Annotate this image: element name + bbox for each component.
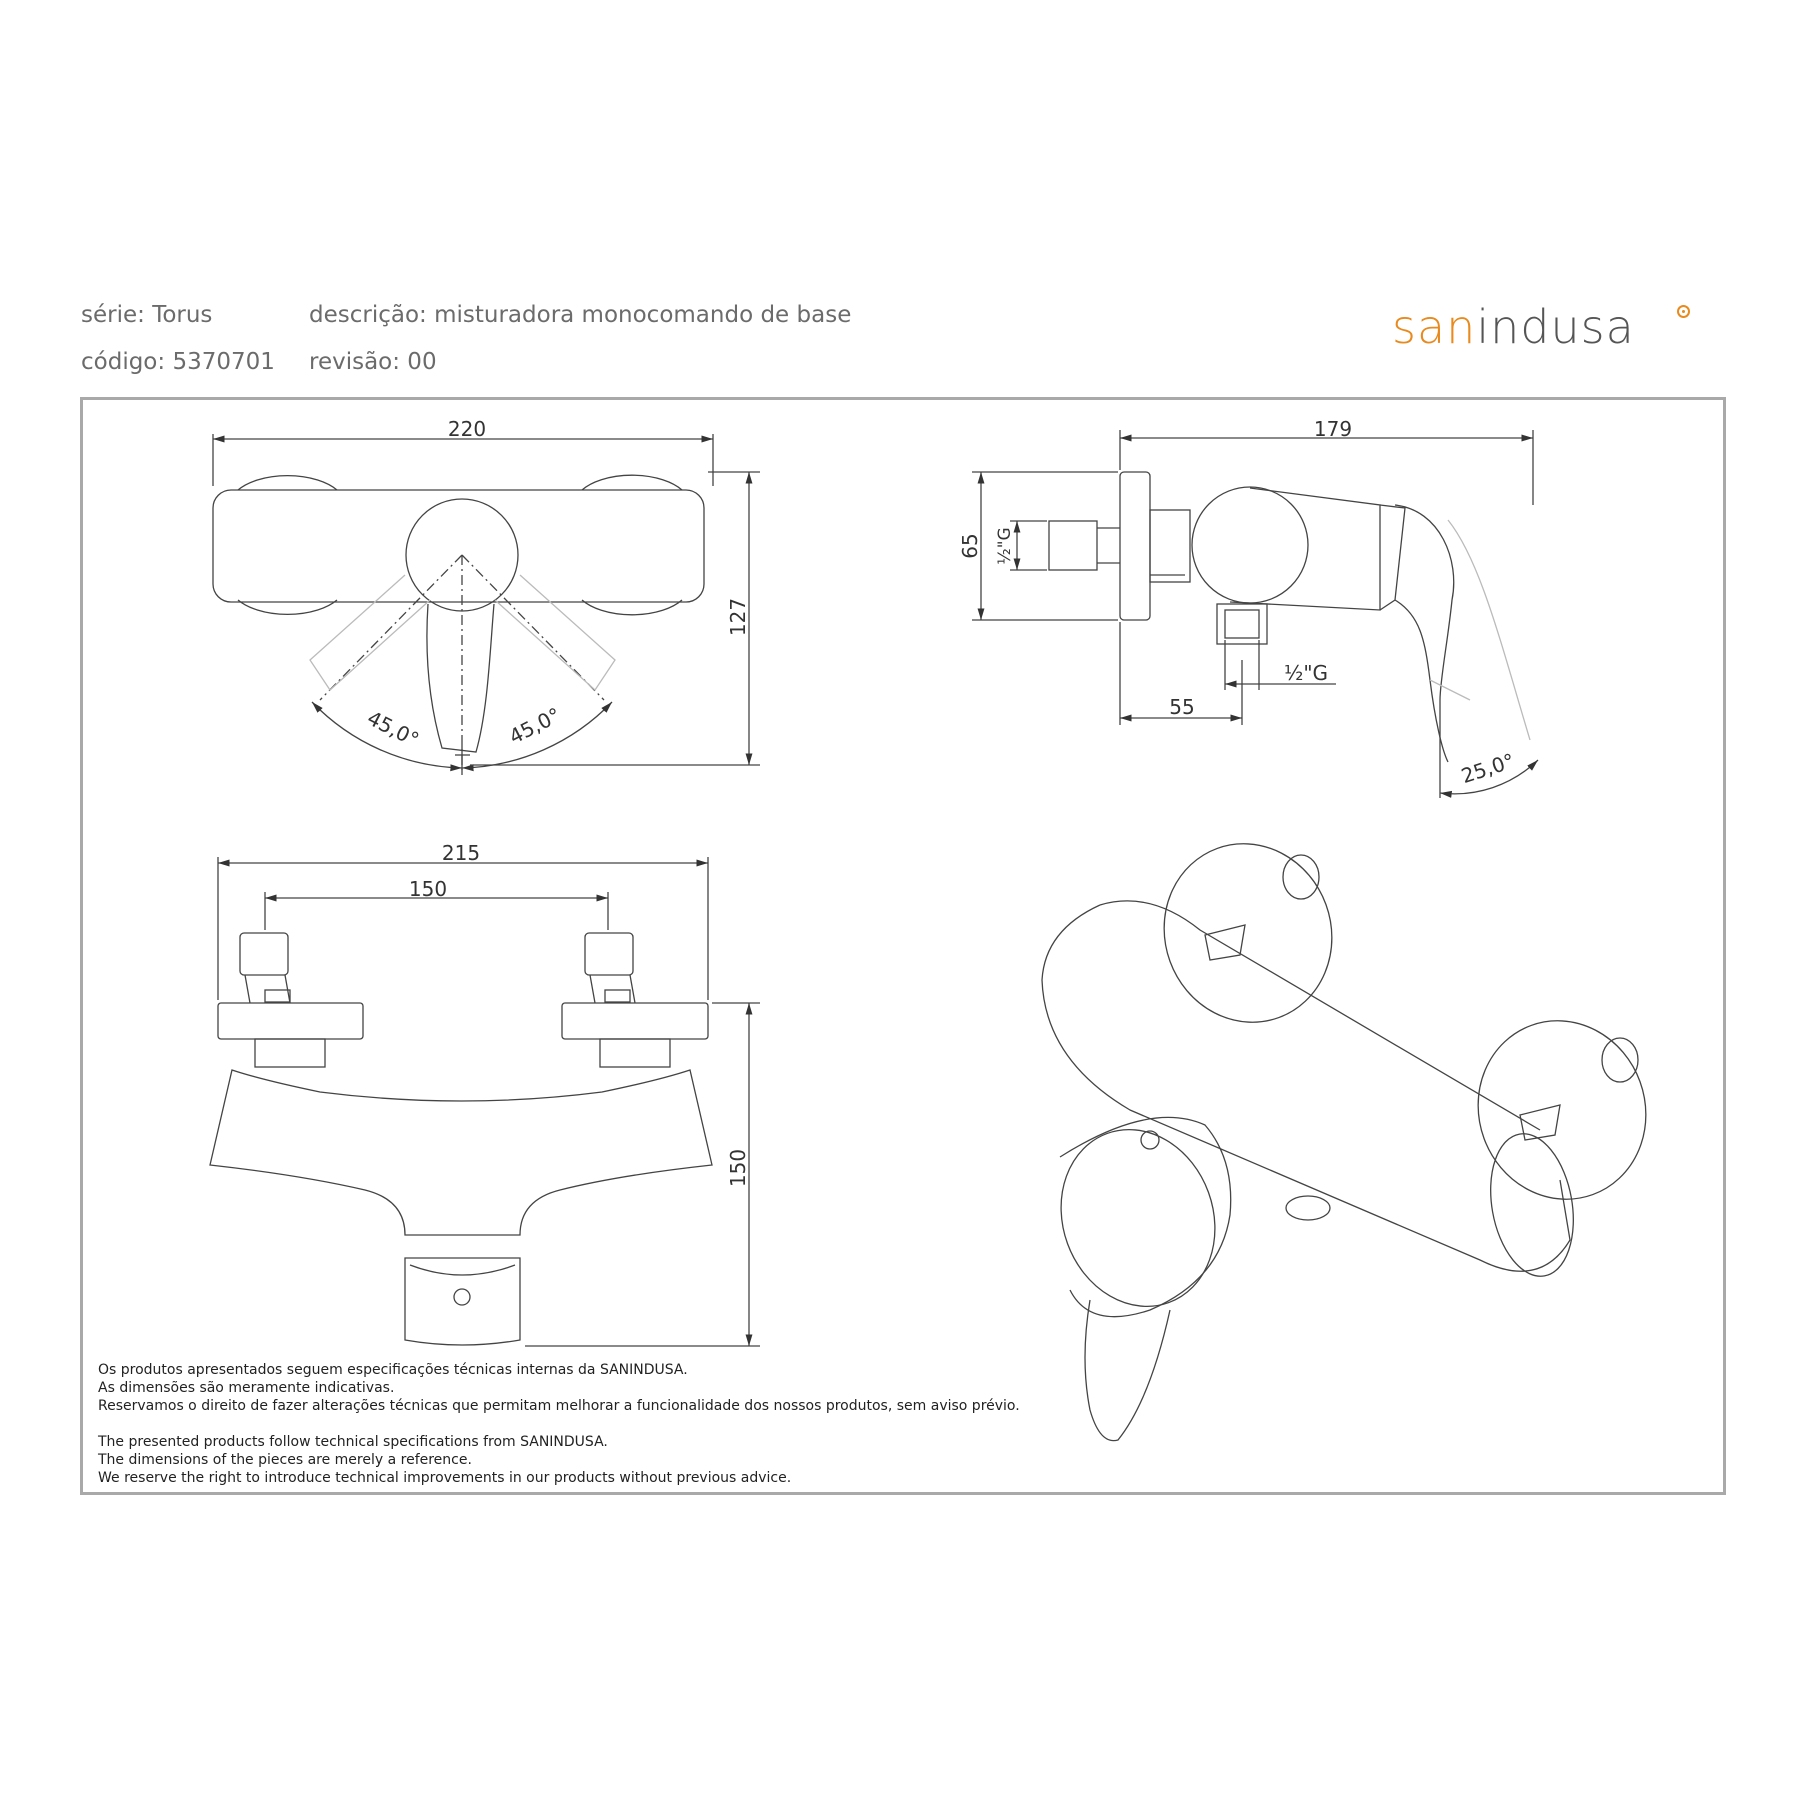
dim-lever-angle: 25,0° [1458, 749, 1517, 789]
note-pt-3: Reservamos o direito de fazer alterações… [98, 1398, 1020, 1414]
dim-angle-left: 45,0° [363, 706, 422, 752]
note-pt-2: As dimensões são meramente indicativas. [98, 1380, 395, 1396]
dim-thread-horizontal: ½"G [1284, 661, 1328, 685]
descricao-label: descrição: misturadora monocomando de ba… [309, 302, 852, 328]
codigo-label: código: 5370701 [81, 349, 275, 375]
logo-mark-icon [1677, 305, 1690, 318]
note-en-3: We reserve the right to introduce techni… [98, 1470, 792, 1486]
side-view [972, 430, 1539, 798]
top-view [212, 434, 760, 775]
dim-front-spacing: 150 [409, 877, 447, 901]
serie-label: série: Torus [81, 302, 213, 328]
note-en-2: The dimensions of the pieces are merely … [98, 1452, 472, 1468]
dim-side-width: 179 [1314, 417, 1352, 441]
dim-side-offset: 55 [1169, 695, 1194, 719]
dim-angle-right: 45,0° [505, 703, 564, 749]
note-pt-1: Os produtos apresentados seguem especifi… [98, 1362, 688, 1378]
dim-top-height: 127 [726, 598, 750, 636]
dim-side-height: 65 [958, 533, 982, 558]
dim-front-height: 150 [726, 1149, 750, 1187]
dim-front-width: 215 [442, 841, 480, 865]
dim-top-width: 220 [448, 417, 486, 441]
revisao-label: revisão: 00 [309, 349, 437, 375]
drawing-frame [80, 397, 1726, 1495]
logo-part-san: san [1392, 300, 1477, 354]
dim-thread-vertical: ½"G [995, 527, 1015, 564]
logo-part-indusa: indusa [1476, 300, 1635, 354]
sanindusa-logo: sanindusa [1392, 300, 1635, 354]
disclaimer-notes: Os produtos apresentados seguem especifi… [98, 1361, 1020, 1487]
front-view [209, 857, 760, 1347]
isometric-view [1041, 843, 1647, 1442]
note-en-1: The presented products follow technical … [98, 1434, 608, 1450]
